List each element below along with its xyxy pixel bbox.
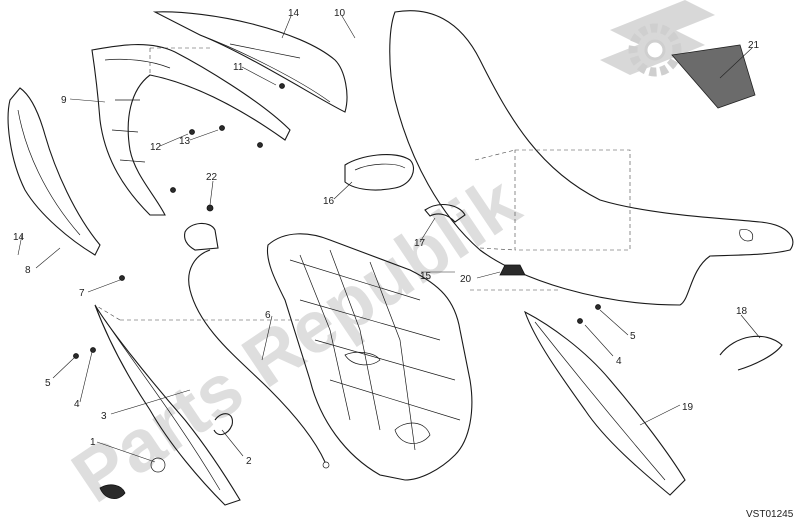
callout-15: 15 [420,271,432,282]
callout-18: 18 [736,306,748,317]
part-cable [188,249,330,469]
part-grommet [499,264,526,276]
part-upper-tail-panel [152,11,348,113]
part-spring [213,413,233,436]
watermark: Parts Republik [58,0,715,518]
callout-20: 20 [460,274,472,285]
callout-16: 16 [323,196,335,207]
part-label-tag [671,44,756,109]
part-right-side-panel [524,310,686,496]
callout-22: 22 [206,172,218,183]
callout-11: 11 [233,62,244,73]
callout-2: 2 [246,456,252,467]
part-left-side-panel [7,87,101,256]
callout-17: 17 [414,238,426,249]
callout-8: 8 [25,265,31,276]
callout-1: 1 [90,437,96,448]
fasteners [73,83,601,359]
callout-14-left: 14 [13,232,25,243]
drawing-code: VST01245 [746,509,794,520]
part-lock-cylinder [99,457,166,499]
callout-9: 9 [61,95,67,106]
callout-3: 3 [101,411,107,422]
watermark-text: Parts Republik [58,159,535,518]
part-strap [719,335,783,371]
callout-21: 21 [748,40,760,51]
callout-6: 6 [265,310,271,321]
callout-7: 7 [79,288,85,299]
part-seat [389,10,794,306]
part-latch [184,204,219,251]
part-subframe-rail [91,44,291,216]
leader-lines [17,15,761,463]
callout-5-right: 5 [630,331,636,342]
watermark-gear-logo [600,0,715,77]
part-rear-frame [266,233,473,481]
part-seat-pad [344,154,414,191]
part-clip [424,204,466,223]
callout-4-left: 4 [74,399,80,410]
callout-4-right: 4 [616,356,622,367]
callout-labels: 1 2 3 4 5 6 7 8 9 10 11 12 13 14 14 15 1… [13,8,760,467]
part-lower-left-panel [94,304,241,506]
callout-14-top: 14 [288,8,300,19]
callout-13: 13 [179,136,191,147]
callout-12: 12 [150,142,162,153]
callout-19: 19 [682,402,694,413]
callout-5-left: 5 [45,378,51,389]
assembly-lines [94,47,560,321]
callout-10: 10 [334,8,346,19]
